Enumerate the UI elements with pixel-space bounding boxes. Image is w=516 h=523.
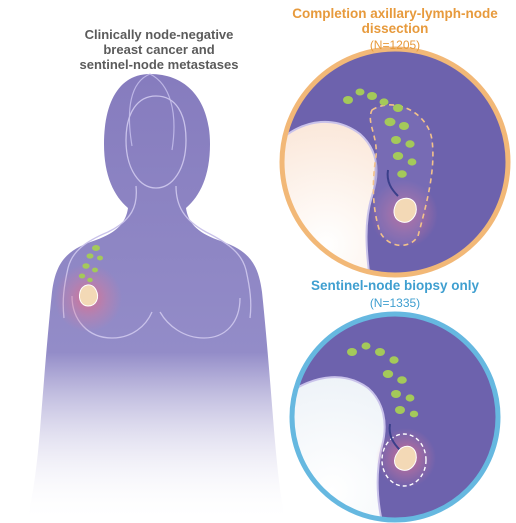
figure-title: Clinically node-negative breast cancer a… [44,27,274,72]
slnb-arm-n: (N=1335) [369,296,421,310]
slnb-detail-circle [289,311,501,523]
figure-title-line-2: breast cancer and [103,42,215,57]
alnd-arm-title-line-1: Completion axillary-lymph-node [292,6,498,21]
left-lymph-nodes [78,245,103,283]
figure-title-line-3: sentinel-node metastases [79,57,239,72]
body-silhouette [26,73,286,523]
figure-title-line-1: Clinically node-negative [84,27,234,42]
alnd-arm-title-line-2: dissection [361,21,429,36]
alnd-detail-circle [279,46,511,278]
alnd-arm-title: Completion axillary-lymph-node dissectio… [270,6,516,36]
left-tumor-site [54,264,122,332]
slnb-arm-title: Sentinel-node biopsy only [310,278,479,293]
alnd-arm-n: (N=1205) [369,38,421,52]
